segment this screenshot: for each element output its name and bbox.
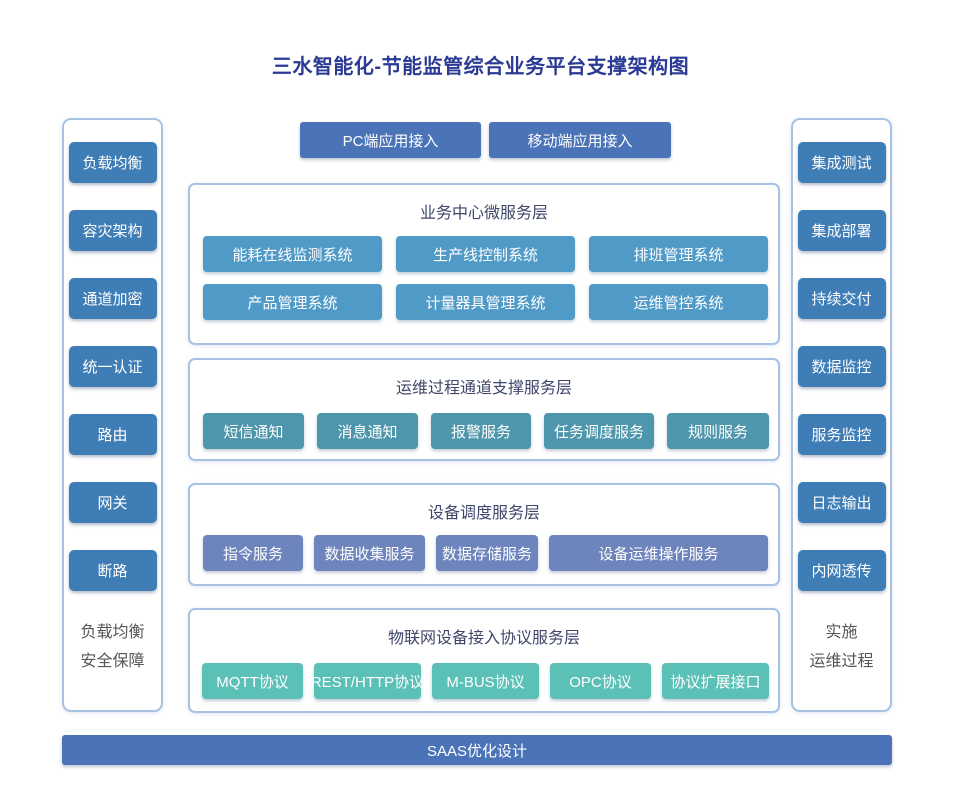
- layer-node-grid: 能耗在线监测系统 生产线控制系统 排班管理系统 产品管理系统 计量器具管理系统 …: [203, 236, 768, 320]
- right-panel-node: 日志输出: [797, 482, 886, 523]
- layer-node: 消息通知: [317, 413, 418, 449]
- node-mobile-app-access: 移动端应用接入: [489, 122, 671, 158]
- layer-node: 数据收集服务: [314, 535, 425, 571]
- layer-node: 短信通知: [203, 413, 304, 449]
- left-panel-node: 网关: [68, 482, 157, 523]
- right-panel-node: 持续交付: [797, 278, 886, 319]
- layer-node-row: 短信通知 消息通知 报警服务 任务调度服务 规则服务: [203, 413, 769, 449]
- layer-device-scheduling: 设备调度服务层 指令服务 数据收集服务 数据存储服务 设备运维操作服务: [188, 483, 780, 586]
- layer-node-row: 指令服务 数据收集服务 数据存储服务 设备运维操作服务: [203, 535, 768, 571]
- left-panel-node: 负载均衡: [68, 142, 157, 183]
- layer-node-row: 能耗在线监测系统 生产线控制系统 排班管理系统: [203, 236, 768, 272]
- left-panel-node: 断路: [68, 550, 157, 591]
- layer-ops-channel-support: 运维过程通道支撑服务层 短信通知 消息通知 报警服务 任务调度服务 规则服务: [188, 358, 780, 461]
- right-panel-caption: 实施 运维过程: [793, 618, 890, 676]
- layer-node: OPC协议: [550, 663, 651, 699]
- layer-node: 计量器具管理系统: [396, 284, 575, 320]
- layer-node: M-BUS协议: [432, 663, 539, 699]
- layer-title: 设备调度服务层: [427, 505, 540, 522]
- right-panel-node: 服务监控: [797, 414, 886, 455]
- right-panel-caption-line: 运维过程: [809, 653, 874, 670]
- right-panel-node: 集成部署: [797, 210, 886, 251]
- right-panel-node: 数据监控: [797, 346, 886, 387]
- layer-node: 数据存储服务: [436, 535, 538, 571]
- layer-node-row: 产品管理系统 计量器具管理系统 运维管控系统: [203, 284, 768, 320]
- right-panel-caption-line: 实施: [825, 624, 858, 641]
- layer-node: REST/HTTP协议: [311, 663, 424, 699]
- right-panel-node: 集成测试: [797, 142, 886, 183]
- layer-node: 运维管控系统: [589, 284, 768, 320]
- layer-title: 运维过程通道支撑服务层: [395, 380, 572, 397]
- layer-title: 物联网设备接入协议服务层: [387, 630, 580, 647]
- layer-node: MQTT协议: [202, 663, 303, 699]
- layer-title: 业务中心微服务层: [419, 205, 548, 222]
- footer-saas-bar: SAAS优化设计: [62, 735, 892, 765]
- left-panel-node: 容灾架构: [68, 210, 157, 251]
- layer-node: 能耗在线监测系统: [203, 236, 382, 272]
- layer-node: 设备运维操作服务: [549, 535, 768, 571]
- diagram-title: 三水智能化-节能监管综合业务平台支撑架构图: [271, 56, 690, 78]
- left-panel-caption: 负载均衡 安全保障: [64, 618, 161, 676]
- layer-business-microservices: 业务中心微服务层 能耗在线监测系统 生产线控制系统 排班管理系统 产品管理系统 …: [188, 183, 780, 345]
- layer-node-row: MQTT协议 REST/HTTP协议 M-BUS协议 OPC协议 协议扩展接口: [202, 663, 769, 699]
- layer-node: 规则服务: [667, 413, 769, 449]
- left-panel-caption-line: 负载均衡: [80, 624, 145, 641]
- layer-node: 排班管理系统: [589, 236, 768, 272]
- layer-node: 协议扩展接口: [662, 663, 769, 699]
- layer-node: 产品管理系统: [203, 284, 382, 320]
- layer-iot-protocols: 物联网设备接入协议服务层 MQTT协议 REST/HTTP协议 M-BUS协议 …: [188, 608, 780, 713]
- layer-node: 报警服务: [431, 413, 531, 449]
- right-panel-implementation-ops: 集成测试 集成部署 持续交付 数据监控 服务监控 日志输出 内网透传 实施 运维…: [791, 118, 892, 712]
- left-panel-caption-line: 安全保障: [80, 653, 145, 670]
- left-panel-load-balance-security: 负载均衡 容灾架构 通道加密 统一认证 路由 网关 断路 负载均衡 安全保障: [62, 118, 163, 712]
- layer-node: 指令服务: [203, 535, 303, 571]
- node-pc-app-access: PC端应用接入: [300, 122, 481, 158]
- layer-node: 生产线控制系统: [396, 236, 575, 272]
- left-panel-node: 统一认证: [68, 346, 157, 387]
- left-panel-node: 路由: [68, 414, 157, 455]
- left-panel-node: 通道加密: [68, 278, 157, 319]
- layer-node: 任务调度服务: [544, 413, 654, 449]
- right-panel-node: 内网透传: [797, 550, 886, 591]
